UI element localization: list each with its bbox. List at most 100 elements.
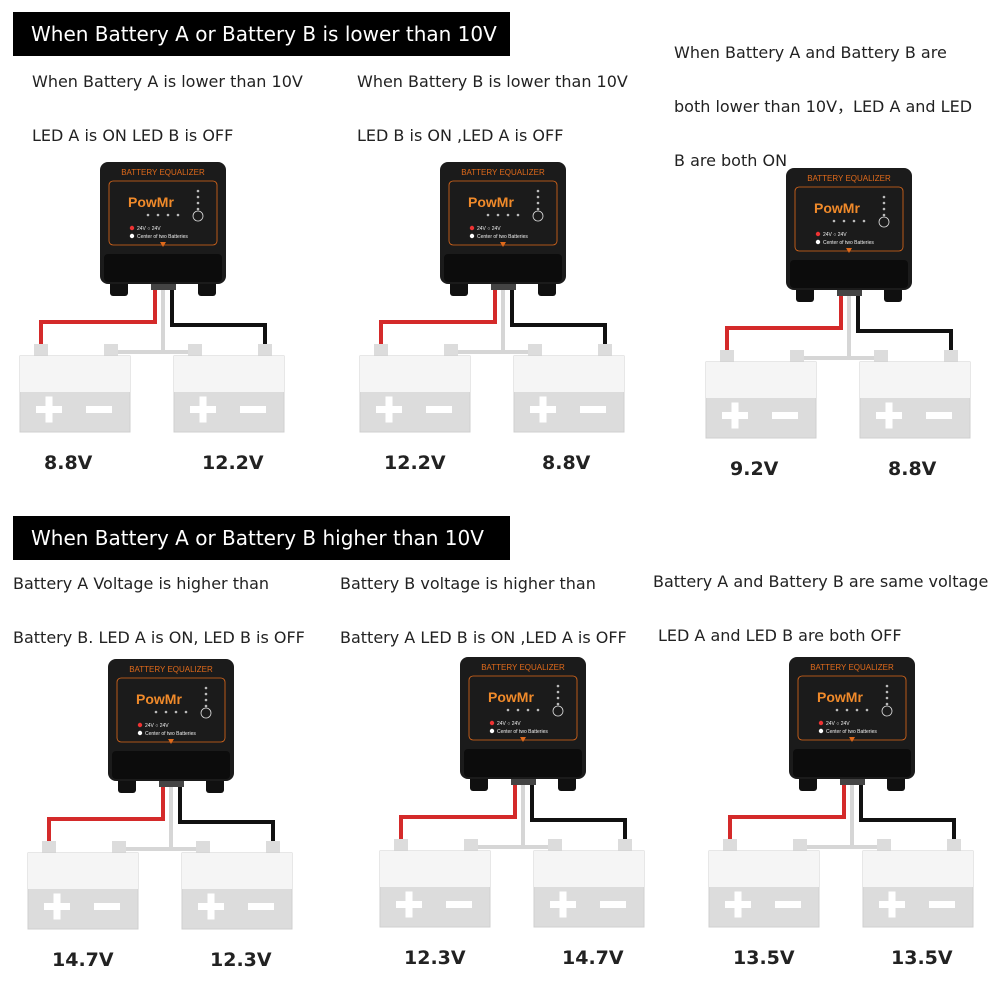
device-header: BATTERY EQUALIZER — [129, 665, 213, 674]
battery-b-plus-icon — [550, 891, 576, 918]
device-led-3 — [882, 207, 886, 211]
device-body — [100, 162, 226, 284]
battery-b-voltage: 12.3V — [210, 949, 272, 971]
device-button-icon — [200, 707, 212, 719]
device-arrow-icon — [846, 248, 852, 253]
device-level-led-1 — [146, 213, 150, 217]
wire-black — [530, 779, 627, 839]
battery-a-terminal-right — [444, 344, 458, 356]
battery-b-voltage: 8.8V — [888, 458, 937, 480]
wire-red — [399, 779, 517, 839]
battery-a-label-band — [360, 356, 470, 392]
device-led-2 — [536, 195, 540, 199]
battery-b-terminal-right — [266, 841, 280, 853]
battery-a — [705, 350, 817, 439]
device-option-1: 24V ○ 24V — [145, 723, 169, 729]
device-option-dot-2 — [815, 239, 821, 245]
battery-b-minus-icon — [600, 901, 626, 908]
device-header: BATTERY EQUALIZER — [807, 174, 891, 183]
battery-a-plus-icon — [396, 891, 422, 918]
battery-a-minus-icon — [446, 901, 472, 908]
caption-2-3-line-2: LED A and LED B are both OFF — [658, 626, 902, 645]
wiring — [399, 775, 627, 849]
device-level-led-4 — [184, 710, 188, 714]
device-level-led-2 — [516, 708, 520, 712]
device-brand: PowMr — [817, 689, 863, 705]
battery-b-minus-icon — [580, 406, 606, 413]
caption-1-2-line-2: LED B is ON ,LED A is OFF — [357, 126, 564, 145]
device-header: BATTERY EQUALIZER — [121, 168, 205, 177]
device-led-1 — [196, 189, 200, 193]
battery-a-minus-icon — [86, 406, 112, 413]
battery-b — [513, 344, 625, 433]
caption-2-2-line-1: Battery B voltage is higher than — [340, 574, 596, 593]
device-option-1: 24V ○ 24V — [497, 721, 521, 727]
battery-a-terminal-right — [104, 344, 118, 356]
wiring — [47, 777, 275, 851]
caption-2-3-line-1: Battery A and Battery B are same voltage — [653, 572, 989, 591]
device-option-1: 24V ○ 24V — [137, 226, 161, 232]
device-level-led-1 — [835, 708, 839, 712]
caption-2-1-line-2: Battery B. LED A is ON, LED B is OFF — [13, 628, 305, 647]
battery-b-terminal-right — [618, 839, 632, 851]
device-led-4 — [556, 702, 560, 706]
battery-a — [19, 344, 131, 433]
battery-a-terminal-right — [793, 839, 807, 851]
battery-b-plus-icon — [879, 891, 905, 918]
battery-a-label-band — [380, 851, 490, 887]
battery-a-label-band — [706, 362, 816, 398]
device-option-dot-2 — [129, 233, 135, 239]
caption-2-1-line-1: Battery A Voltage is higher than — [13, 574, 270, 593]
cable-bundle — [511, 775, 536, 785]
device-arrow-icon — [520, 737, 526, 742]
wire-black — [856, 290, 953, 350]
device-level-led-4 — [865, 708, 869, 712]
battery-b — [173, 344, 285, 433]
device-body — [789, 657, 915, 779]
device-led-2 — [204, 692, 208, 696]
device-brand: PowMr — [488, 689, 534, 705]
device-level-led-2 — [842, 219, 846, 223]
device-brand: PowMr — [136, 691, 182, 707]
device-level-led-3 — [855, 708, 859, 712]
battery-b-terminal-right — [598, 344, 612, 356]
battery-a-voltage: 14.7V — [52, 949, 114, 971]
device-option-1: 24V ○ 24V — [823, 232, 847, 238]
device-level-led-3 — [506, 213, 510, 217]
battery-a-terminal-left — [42, 841, 56, 853]
battery-a-voltage: 9.2V — [730, 458, 779, 480]
cable-bundle — [837, 286, 862, 296]
device-option-dot-2 — [469, 233, 475, 239]
battery-a-label-band — [20, 356, 130, 392]
battery-b-label-band — [534, 851, 644, 887]
device-level-led-2 — [156, 213, 160, 217]
device-led-2 — [885, 690, 889, 694]
battery-b-terminal-left — [188, 344, 202, 356]
battery-a-terminal-left — [394, 839, 408, 851]
device-level-led-2 — [845, 708, 849, 712]
device-level-led-4 — [176, 213, 180, 217]
device-level-led-3 — [526, 708, 530, 712]
device-brand: PowMr — [468, 194, 514, 210]
device-led-3 — [196, 201, 200, 205]
device-base — [464, 749, 582, 777]
device-level-led-1 — [832, 219, 836, 223]
device-level-led-3 — [174, 710, 178, 714]
device-button-icon — [552, 705, 564, 717]
battery-b-voltage: 13.5V — [891, 947, 953, 969]
wire-white-link — [109, 350, 197, 354]
device-header: BATTERY EQUALIZER — [461, 168, 545, 177]
device-led-3 — [556, 696, 560, 700]
wiring — [728, 775, 956, 849]
device-base — [444, 254, 562, 282]
device-level-led-3 — [166, 213, 170, 217]
device-button-icon — [881, 705, 893, 717]
cable-bundle — [840, 775, 865, 785]
battery-a — [708, 839, 820, 928]
battery-a-terminal-left — [34, 344, 48, 356]
device-led-4 — [536, 207, 540, 211]
device-led-2 — [882, 201, 886, 205]
